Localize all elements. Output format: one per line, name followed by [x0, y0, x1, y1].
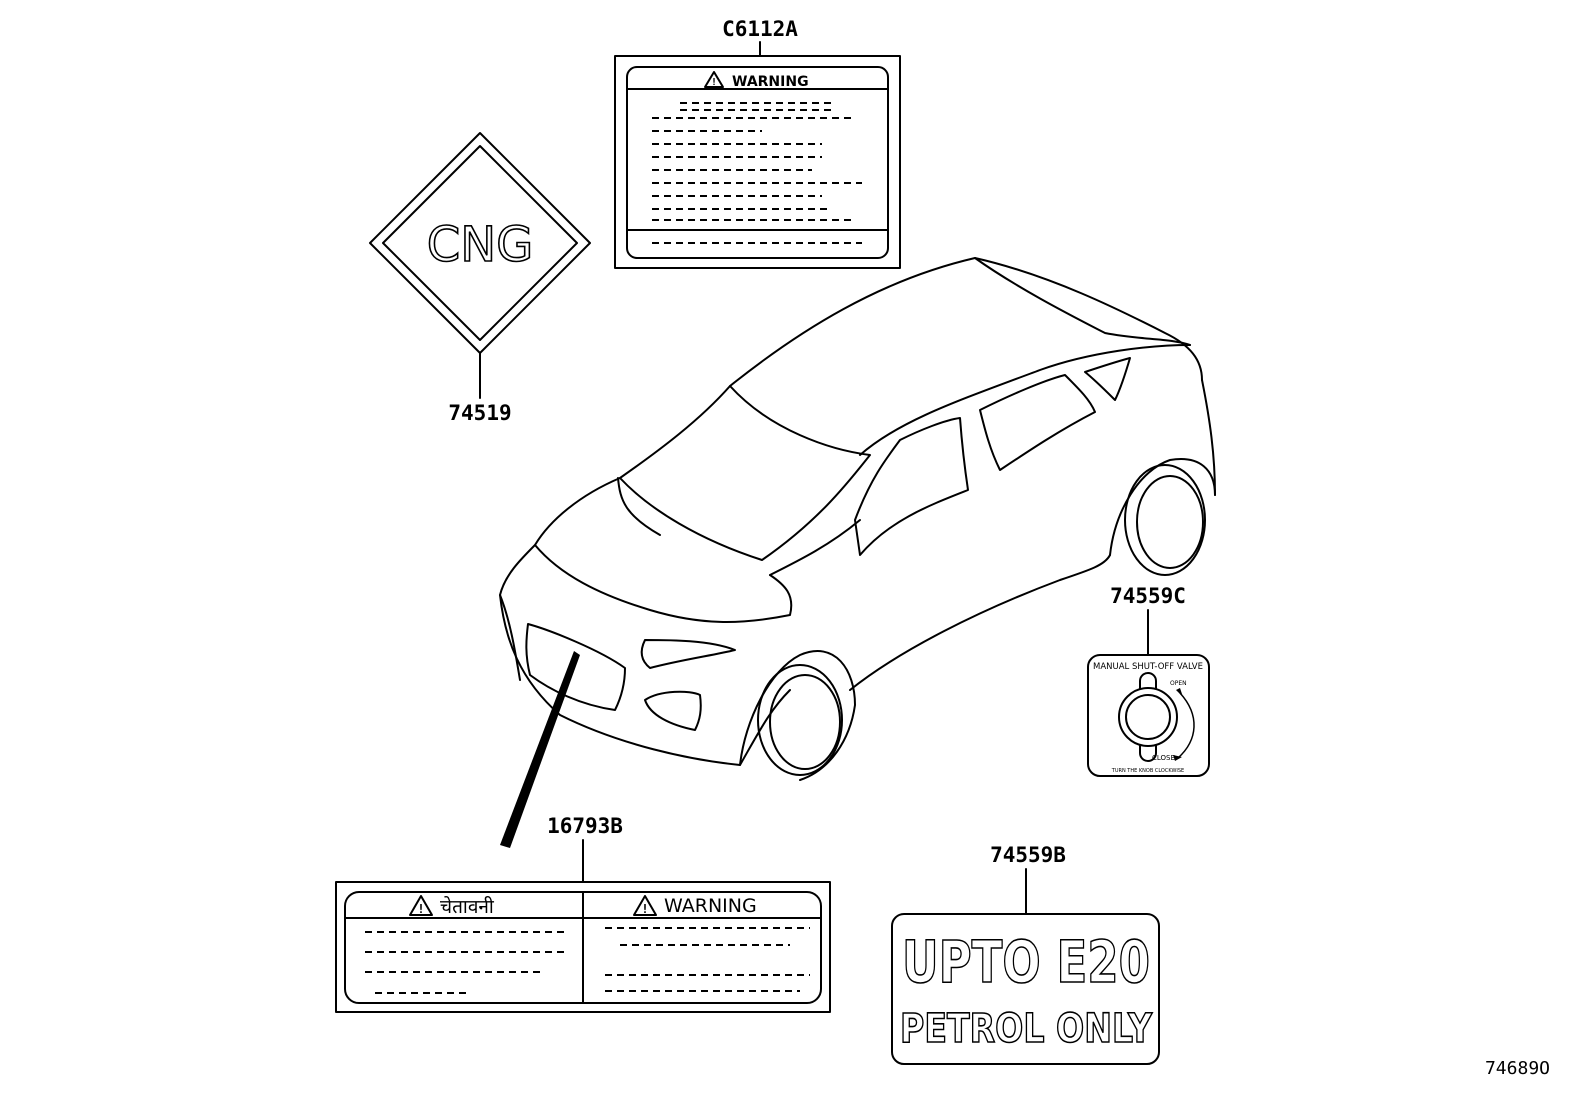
callout-74559b: 74559B: [990, 843, 1066, 867]
valve-open-text: OPEN: [1170, 680, 1187, 687]
svg-text:!: !: [641, 902, 648, 916]
callout-c6112a: C6112A: [722, 17, 798, 41]
warning-hindi-text: चेतावनी: [440, 895, 495, 918]
figure-id: 74689O: [1485, 1058, 1550, 1079]
label-74519: CNG 74519: [369, 132, 591, 425]
e20-line2-text: PETROL ONLY: [900, 1006, 1153, 1052]
valve-bottom-text: TURN THE KNOB CLOCKWISE: [1111, 768, 1184, 774]
callout-74559c: 74559C: [1110, 584, 1186, 608]
label-74559b: 74559B UPTO E20 PETROL ONLY: [891, 843, 1160, 1065]
warning-triangle-icon: !: [704, 71, 724, 88]
valve-knob-icon: [1118, 672, 1195, 762]
warning-triangle-icon: !: [633, 895, 657, 916]
svg-text:!: !: [417, 902, 424, 916]
callout-74519: 74519: [448, 401, 511, 425]
e20-line1-text: UPTO E20: [902, 928, 1150, 996]
warning-right-text: WARNING: [664, 895, 757, 917]
label-74559c: 74559C MANUAL SHUT-OFF VALVE OPEN CLOSE …: [1087, 584, 1210, 777]
warning-triangle-icon: !: [409, 895, 433, 916]
label-c6112a: C6112A ! WARNING: [614, 17, 901, 269]
callout-16793b: 16793B: [547, 814, 623, 838]
valve-close-text: CLOSE: [1152, 754, 1175, 762]
svg-text:!: !: [711, 77, 717, 88]
car-outline: [499, 257, 1216, 781]
valve-title-text: MANUAL SHUT-OFF VALVE: [1093, 662, 1203, 672]
label-16793b: 16793B ! चेतावनी ! WARNING: [335, 651, 831, 1013]
cng-text: CNG: [427, 217, 534, 273]
warning-top-text: WARNING: [732, 74, 809, 90]
